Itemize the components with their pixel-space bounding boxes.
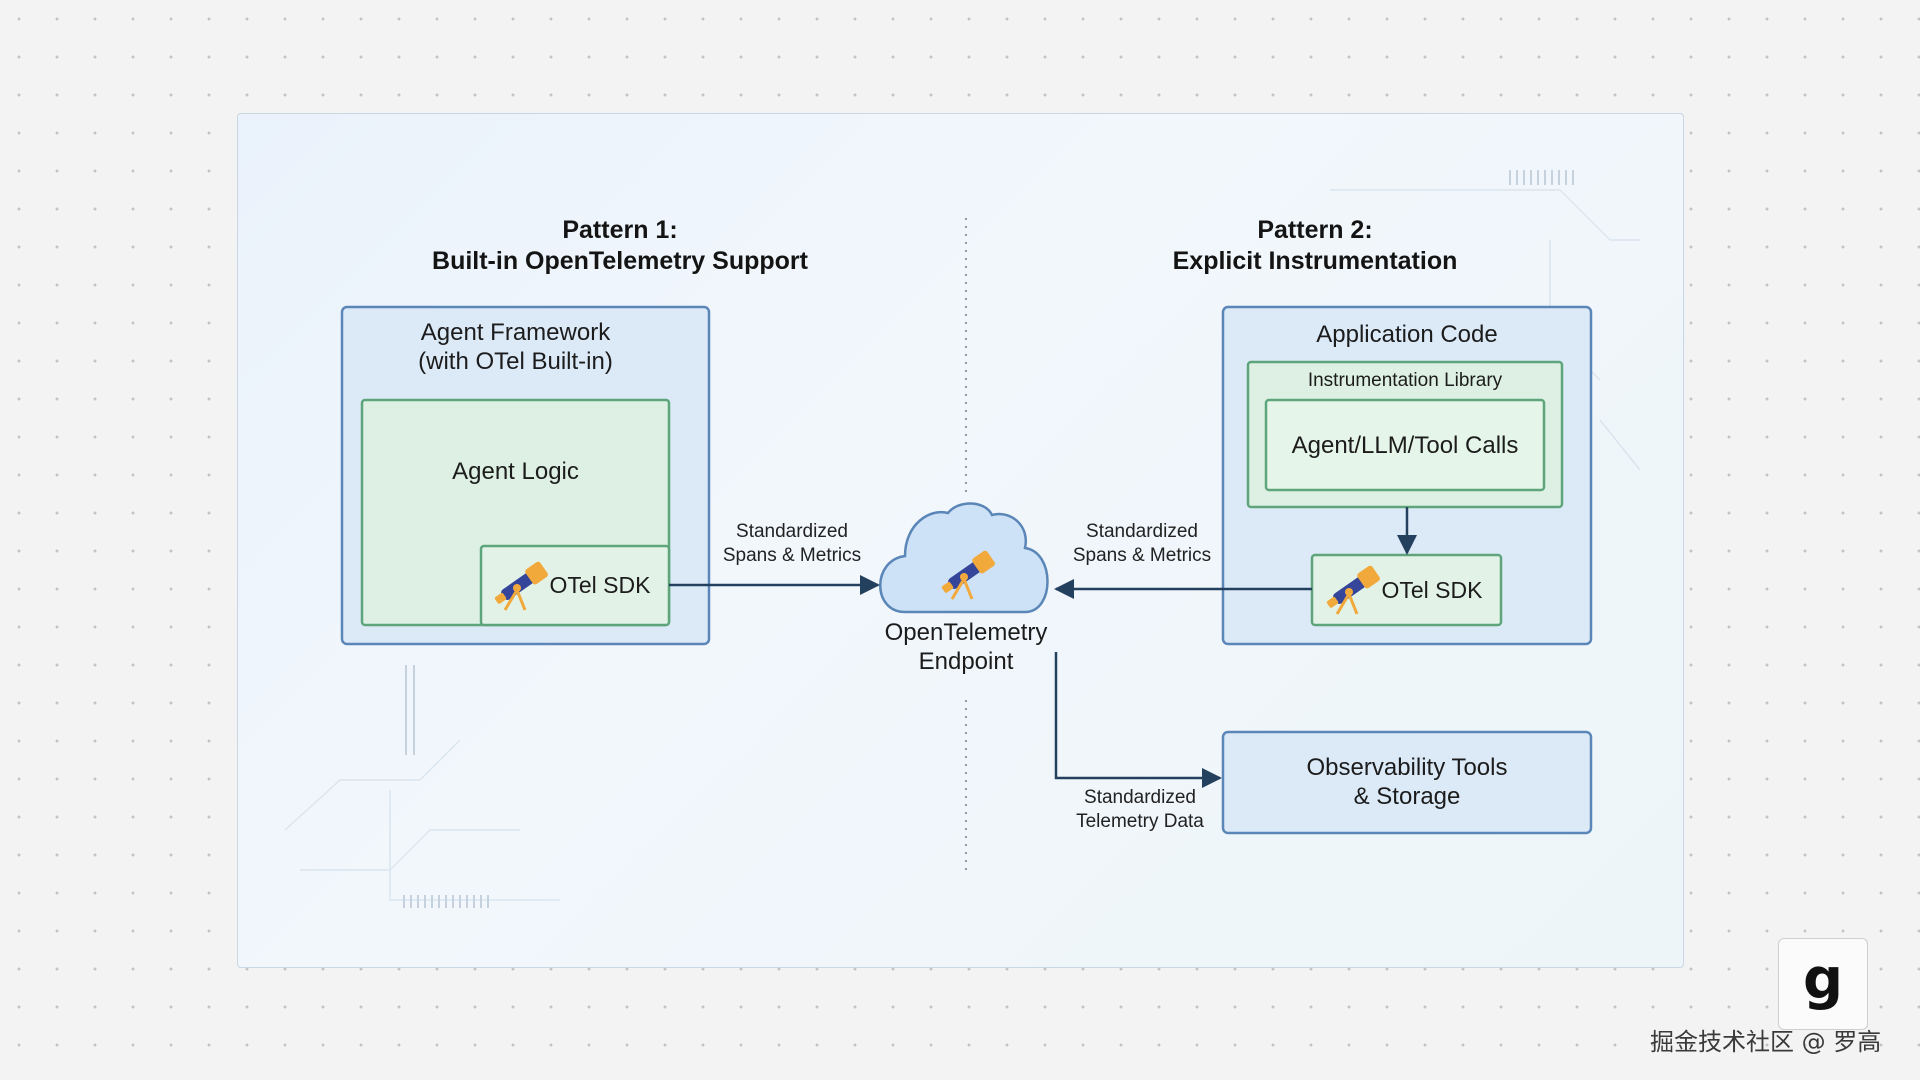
otel-sdk-label-1: OTel SDK — [549, 572, 651, 598]
pattern2-arrow-label: Standardized Spans & Metrics — [1062, 520, 1222, 568]
telemetry-data-label-line2: Telemetry Data — [1076, 811, 1204, 832]
agent-llm-tool-calls-label: Agent/LLM/Tool Calls — [1291, 432, 1519, 459]
watermark-text: 掘金技术社区 @ 罗高 — [1650, 1028, 1882, 1056]
endpoint-label: OpenTelemetry Endpoint — [866, 618, 1066, 676]
endpoint-label-line2: Endpoint — [918, 648, 1014, 675]
pattern2-arrow-label-line1: Standardized — [1086, 521, 1198, 542]
pattern1-title-line1: Pattern 1: — [562, 216, 678, 244]
agent-llm-tool-calls-box — [1264, 398, 1546, 492]
arrow-endpoint-to-observability — [1054, 652, 1222, 788]
instrumentation-library-label: Instrumentation Library — [1307, 370, 1503, 391]
pattern1-title-line2: Built-in OpenTelemetry Support — [432, 247, 808, 275]
agent-framework-line1: Agent Framework — [420, 319, 611, 346]
observability-tools-label: Observability Tools & Storage — [1223, 753, 1591, 811]
background-bars-decoration — [403, 170, 1574, 908]
agent-logic-label: Agent Logic — [452, 458, 579, 485]
pattern1-title: Pattern 1: Built-in OpenTelemetry Suppor… — [400, 215, 840, 277]
application-code-label: Application Code — [1316, 321, 1498, 348]
agent-framework-line2: (with OTel Built-in) — [418, 348, 613, 375]
agent-framework-label: Agent Framework (with OTel Built-in) — [362, 318, 669, 376]
pattern2-title-line2: Explicit Instrumentation — [1172, 247, 1458, 275]
otel-sdk-label-2: OTel SDK — [1381, 577, 1483, 603]
pattern2-title-line1: Pattern 2: — [1257, 216, 1373, 244]
endpoint-label-line1: OpenTelemetry — [884, 619, 1048, 646]
observability-label-line2: & Storage — [1353, 783, 1461, 810]
pattern1-arrow-label-line2: Spans & Metrics — [722, 545, 862, 566]
pattern1-arrow-label: Standardized Spans & Metrics — [712, 520, 872, 568]
observability-tools-box — [1221, 730, 1593, 835]
pattern1-arrow-label-line1: Standardized — [736, 521, 848, 542]
pattern2-arrow-label-line2: Spans & Metrics — [1072, 545, 1212, 566]
site-logo-badge[interactable]: g — [1778, 938, 1868, 1030]
observability-label-line1: Observability Tools — [1306, 754, 1508, 781]
telemetry-data-label-line1: Standardized — [1084, 787, 1196, 808]
pattern2-title: Pattern 2: Explicit Instrumentation — [1100, 215, 1530, 277]
opentelemetry-endpoint-cloud — [879, 502, 1049, 614]
telemetry-data-arrow-label: Standardized Telemetry Data — [1060, 786, 1220, 834]
